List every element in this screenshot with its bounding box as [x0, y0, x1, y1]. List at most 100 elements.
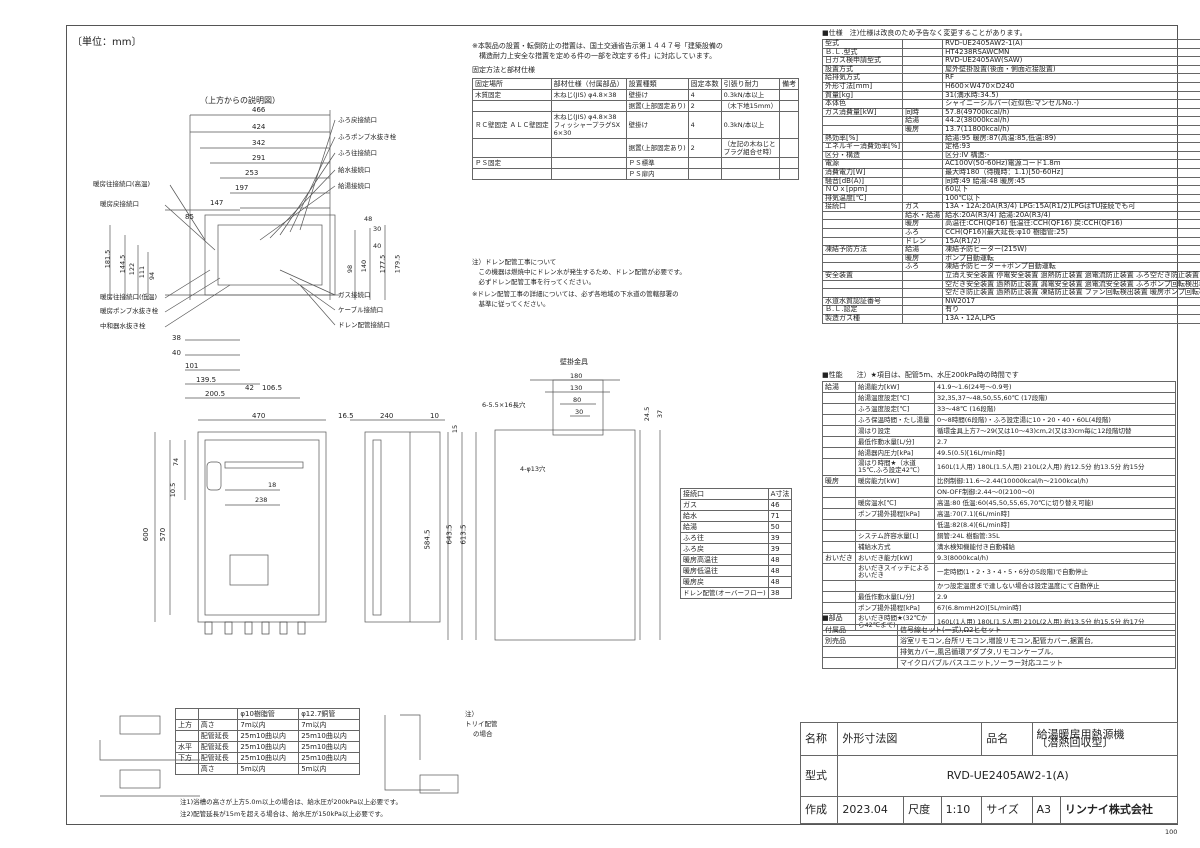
dim-bottom: 106.5: [262, 384, 283, 392]
perf-value: ON-OFF制御:2.44〜0(2100〜0): [934, 486, 1176, 498]
perf-value: 32,35,37〜48,50,55,60℃ (17段階): [934, 392, 1176, 404]
spec-sub: [902, 159, 944, 169]
fix-cell: [779, 111, 800, 139]
spec-key: 凍結予防方法: [821, 245, 904, 255]
conn-name: 給湯: [680, 521, 769, 533]
bracket-dim: 24.5: [643, 406, 652, 422]
spec-value: 13A・12A,LPG: [942, 314, 1200, 324]
bracket-outline: [494, 429, 636, 641]
dim-side: 94: [148, 271, 157, 281]
dim-253: 253: [245, 169, 259, 177]
fix-cell: [687, 168, 722, 180]
drain-note-3: 必ずドレン配管工事を行ってください。: [472, 278, 595, 286]
company-name: リンナイ株式会社: [1059, 796, 1179, 824]
spec-value: 定格:93: [942, 142, 1200, 152]
perf-key: ポンプ揚外揚程[kPa]: [855, 602, 935, 614]
perf-group: [822, 486, 856, 498]
dim-bottom: 40: [172, 349, 181, 357]
perf-group: [822, 414, 856, 426]
perf-key: [855, 486, 935, 498]
spec-row: 本体色シャイニーシルバー(近似色:マンセルNo.-): [821, 99, 1200, 109]
spec-row: ＮＯｘ[ppm]60以下: [821, 185, 1200, 195]
perf-key: ふろ温度設定[℃]: [855, 403, 935, 415]
perf-value: 9.3(8000kcal/h): [934, 552, 1176, 564]
label-left: 暖房往接続口(高温): [93, 180, 151, 188]
dim-side: 122: [128, 262, 137, 276]
hin-value-line-2: 〔潜熱回収型〕: [1036, 735, 1114, 749]
label-right: ふろポンプ水抜き栓: [338, 133, 397, 141]
front-dim: 470: [252, 412, 266, 420]
conn-name: 給水: [680, 510, 769, 522]
spec-value: シャイニーシルバー(近似色:マンセルNo.-): [942, 99, 1200, 109]
perf-key: おいだき能力[kW]: [855, 552, 935, 564]
perf-key: 最低作動水量[L/分]: [855, 436, 935, 448]
perf-key: 給湯温度設定[℃]: [855, 392, 935, 404]
perf-row: 暖房暖房能力[kW]比例制御:11.6〜2.44(10000kcal/h〜210…: [822, 475, 1176, 487]
conn-name: ふろ往: [680, 532, 769, 544]
pipe-cell: 配管延長: [197, 741, 239, 753]
pipe-cell: 25m10曲以内: [298, 730, 360, 742]
perf-value: 循環金具上方7〜29(又は10〜43)cm,2(又は3)cm毎に12段階切替: [934, 425, 1176, 437]
fix-cell: [550, 157, 627, 169]
perf-row: 給湯器内圧力[kPa]49.5(0.5)[16L/min時]: [822, 447, 1176, 459]
conn-value: 48: [767, 565, 793, 577]
spec-value: NW2017: [942, 296, 1200, 307]
front-dim: 74: [172, 457, 181, 467]
dim-bottom: 101: [185, 362, 199, 370]
spec-sub: [902, 167, 944, 178]
fix-cell: [779, 168, 800, 180]
fix-header: 引張り耐力: [720, 78, 781, 90]
spec-key: 安全装置: [821, 271, 904, 281]
fix-cell: ＰＳ固定: [472, 157, 552, 169]
fix-cell: ＰＳ扉内: [625, 168, 689, 180]
spec-sub: [902, 305, 944, 315]
pipe-cell: 25m10曲以内: [237, 741, 300, 753]
spec-sub: [902, 133, 944, 144]
perf-key: 湯はり設定: [855, 425, 935, 437]
note-top-line-2: 構造耐力上安全な措置を定める件の一部を改定する件」に対応しています。: [472, 52, 717, 60]
dim-side: 40: [373, 242, 382, 250]
perf-value: 49.5(0.5)[16L/min時]: [934, 447, 1176, 459]
perf-value: 比例制御:11.6〜2.44(10000kcal/h〜2100kcal/h): [934, 475, 1176, 487]
fix-cell: 木ねじ(JIS) φ4.8×38 フィッシャープラグSX 6×30: [550, 111, 627, 139]
side-dim: 613.5: [459, 524, 468, 545]
spec-key: 接続口: [821, 202, 904, 212]
fix-cell: [720, 168, 781, 180]
perf-key: [855, 519, 935, 531]
perf-key: 給湯器内圧力[kPa]: [855, 447, 935, 459]
spec-key: [821, 124, 904, 135]
conn-value: 46: [767, 499, 793, 511]
model-value: RVD-UE2405AW2-1(A): [837, 754, 1178, 798]
side-dim: 643.5: [445, 524, 454, 545]
tori-note-2: トリイ配管: [465, 720, 498, 728]
pipe-cell: 25m10曲以内: [298, 741, 360, 753]
side-dim: 240: [380, 412, 394, 420]
perf-group: 給湯: [822, 381, 856, 393]
bracket-dim: 6-5.5×16長穴: [482, 401, 526, 409]
dim-147: 147: [210, 199, 224, 207]
title-block: 名称 外形寸法図 品名 給湯暖房用熱源機 〔潜熱回収型〕 型式 RVD-UE24…: [799, 722, 1179, 824]
spec-value: 60以下: [942, 185, 1200, 195]
perf-key: 暖房能力[kW]: [855, 475, 935, 487]
fix-cell: 4: [687, 89, 722, 101]
pipe-note-2: 注2)配管延長が15mを超える場合は、給水圧が150kPa以上必要です。: [180, 810, 387, 818]
perf-row: 湯はり時間★（水道15℃,ふろ設定42℃）160L(1人用) 180L(1.5人…: [822, 458, 1176, 476]
dim-291: 291: [252, 154, 266, 162]
spec-key: 製造ガス種: [821, 314, 904, 324]
dim-side: 177.5: [378, 254, 387, 274]
fix-cell: [550, 138, 627, 158]
fix-cell: （木下地15mm）: [720, 100, 781, 112]
spec-row: エネルギー消費効率[%]定格:93: [821, 142, 1200, 152]
spec-sub: [902, 271, 944, 281]
label-right: ふろ戻接続口: [338, 116, 377, 124]
spec-key: ガス消費量[kW]: [821, 107, 904, 118]
pipe-cell: 5m以内: [298, 763, 360, 775]
perf-value: 高温:80 低温:60(45,50,55,65,70℃に切り替え可能): [934, 497, 1176, 509]
parts-table: 付属品信号線セット(一式),Ω2ヒセット 別売品浴室リモコン,台所リモコン,増設…: [822, 624, 1176, 669]
perf-value: 160L(1人用) 180L(1.5人用) 210L(2人用) 約12.5分 約…: [934, 458, 1176, 476]
